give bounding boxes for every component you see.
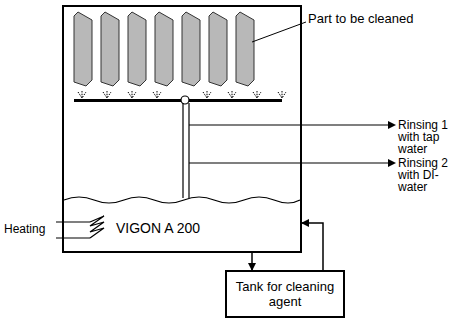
spray-bar: [74, 99, 282, 102]
spray-nozzle: [253, 91, 261, 98]
flow-connector: [251, 253, 253, 270]
part-label: Part to be cleaned: [308, 12, 456, 26]
part-shape: [182, 12, 200, 86]
feed-pipe: [182, 103, 183, 198]
leader-line: [252, 22, 306, 42]
arrow-head: [388, 159, 396, 167]
spray-nozzle: [278, 91, 286, 98]
spray-nozzle: [153, 91, 161, 98]
flow-connector: [302, 223, 323, 270]
part-shape: [101, 12, 119, 86]
feed-pipe: [188, 103, 189, 198]
rinse-label: Rinsing 2 with DI-water: [398, 157, 456, 193]
part-shape: [209, 12, 227, 86]
heater-coil: [90, 216, 104, 238]
part-shape: [236, 12, 254, 86]
rinse-line: [189, 124, 394, 125]
node-text: Tank for cleaning agent: [235, 279, 335, 309]
part-shape: [155, 12, 173, 86]
heating-label: Heating: [4, 223, 56, 235]
spray-nozzle: [203, 91, 211, 98]
part-shape: [74, 12, 92, 86]
machine-housing: VIGON A 200: [62, 5, 302, 253]
spray-nozzle: [128, 91, 136, 98]
center-nozzle: [181, 96, 189, 104]
spray-nozzle: [103, 91, 111, 98]
spray-nozzle: [78, 91, 86, 98]
hanging-parts: [74, 12, 254, 86]
part-shape: [128, 12, 146, 86]
tank-box: Tank for cleaning agent: [225, 270, 345, 318]
rinse-label: Rinsing 1 with tap water: [398, 119, 456, 155]
spray-nozzle: [228, 91, 236, 98]
rinse-line: [189, 162, 394, 163]
arrow-head: [388, 121, 396, 129]
node-text: VIGON A 200: [116, 221, 200, 236]
water-surface: [64, 197, 300, 203]
